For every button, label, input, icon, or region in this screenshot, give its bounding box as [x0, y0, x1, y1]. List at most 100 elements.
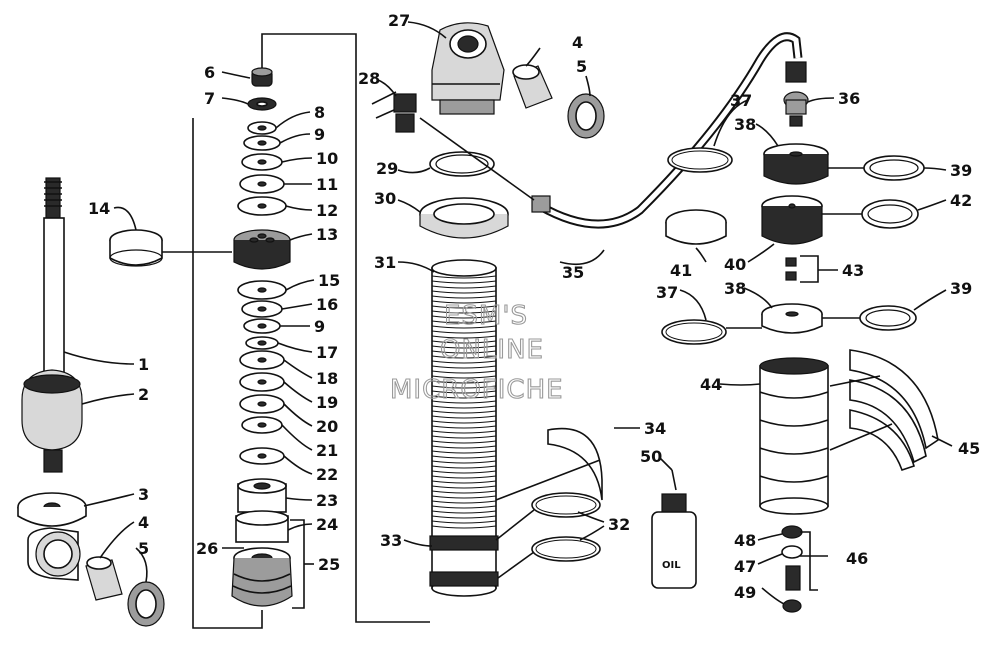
shim-11 [239, 174, 285, 194]
callout-15: 15 [318, 271, 340, 290]
callout-6: 6 [204, 63, 215, 82]
callout-32: 32 [608, 515, 630, 534]
callout-39: 39 [950, 161, 972, 180]
shim-15 [237, 280, 287, 300]
callout-49: 49 [734, 583, 756, 602]
callout-30: 30 [374, 189, 396, 208]
piston-13 [233, 229, 291, 270]
cap-30 [419, 197, 509, 239]
callout-44: 44 [700, 375, 722, 394]
snap-ring-37-a [667, 147, 733, 173]
callout-26: 26 [196, 539, 218, 558]
band-33-a [429, 535, 499, 551]
shim-8 [247, 121, 277, 135]
callout-17: 17 [316, 343, 338, 362]
heat-shield-45 [829, 349, 953, 472]
callout-34: 34 [644, 419, 666, 438]
callout-28: 28 [358, 69, 380, 88]
callout-23: 23 [316, 491, 338, 510]
lower-eyelet [27, 527, 81, 581]
valve-43 [785, 257, 797, 281]
shaft-assembly [17, 177, 232, 627]
washer-3 [17, 492, 87, 527]
floating-piston-40 [761, 195, 823, 245]
shaft-rod [43, 217, 65, 379]
callout-41: 41 [670, 261, 692, 280]
ring-14 [109, 229, 232, 267]
callout-10: 10 [316, 149, 338, 168]
callout-38: 38 [734, 115, 756, 134]
callout-labels: 1 2 3 4 5 14 6 7 8 9 10 11 12 13 15 16 9… [88, 11, 980, 602]
valve-28 [371, 91, 417, 133]
shim-20 [239, 394, 285, 414]
callout-4: 4 [138, 513, 149, 532]
callout-24: 24 [316, 515, 338, 534]
callout-13: 13 [316, 225, 338, 244]
callout-18: 18 [316, 369, 338, 388]
cap-49 [782, 599, 802, 613]
callout-39b: 39 [950, 279, 972, 298]
shim-17 [245, 336, 279, 350]
seal-48 [781, 525, 803, 539]
washer-7 [247, 97, 277, 111]
fitting-top [785, 61, 807, 83]
bushing-4-left [85, 556, 123, 601]
snap-ring-37-b [661, 319, 727, 345]
ring-41 [665, 209, 727, 245]
watermark-line-2: ONLINE [440, 335, 544, 365]
callout-45: 45 [958, 439, 980, 458]
body-threads [431, 275, 497, 529]
ring-29 [429, 151, 495, 177]
callout-37b: 37 [656, 283, 678, 302]
callout-48: 48 [734, 531, 756, 550]
shim-21 [241, 416, 283, 434]
callout-20: 20 [316, 417, 338, 436]
bump-stop [21, 369, 83, 473]
callout-29: 29 [376, 159, 398, 178]
reservoir-44 [759, 357, 829, 515]
callout-3: 3 [138, 485, 149, 504]
watermark: ESM'S ONLINE MICROFICHE [389, 300, 564, 405]
reservoir-assembly [661, 61, 953, 613]
callout-46: 46 [846, 549, 868, 568]
ring-32-b [531, 536, 601, 562]
callout-50: 50 [640, 447, 662, 466]
callout-16: 16 [316, 295, 338, 314]
callout-9b: 9 [314, 317, 325, 336]
callout-25: 25 [318, 555, 340, 574]
spacer-24 [235, 510, 289, 543]
callout-11: 11 [316, 175, 338, 194]
spacer-23 [237, 478, 287, 513]
shim-10 [241, 153, 283, 171]
callout-38b: 38 [724, 279, 746, 298]
callout-40: 40 [724, 255, 746, 274]
callout-43: 43 [842, 261, 864, 280]
top-eyelet-27 [431, 22, 505, 115]
callout-5: 5 [138, 539, 149, 558]
spacer-5-left [127, 581, 165, 627]
callout-37: 37 [730, 91, 752, 110]
callout-12: 12 [316, 201, 338, 220]
callout-19: 19 [316, 393, 338, 412]
callout-5-top: 5 [576, 57, 587, 76]
leader-lines [63, 21, 947, 605]
shock-body: OIL [371, 22, 803, 597]
callout-36: 36 [838, 89, 860, 108]
callout-33: 33 [380, 531, 402, 550]
sheet-34 [547, 427, 603, 501]
cap-38-a [763, 143, 829, 185]
callout-47: 47 [734, 557, 756, 576]
shim-18 [239, 350, 285, 370]
callout-35: 35 [562, 263, 584, 282]
callout-14: 14 [88, 199, 110, 218]
ring-39-b [859, 305, 917, 331]
shim-19 [239, 372, 285, 392]
oil-bottle-50: OIL [651, 469, 697, 589]
oring-47 [781, 545, 803, 559]
shim-16 [241, 300, 283, 318]
watermark-line-3: MICROFICHE [390, 375, 564, 405]
cap-38-b [761, 303, 823, 334]
callout-27: 27 [388, 11, 410, 30]
band-33-b [429, 571, 499, 587]
ring-39-a [863, 155, 925, 181]
